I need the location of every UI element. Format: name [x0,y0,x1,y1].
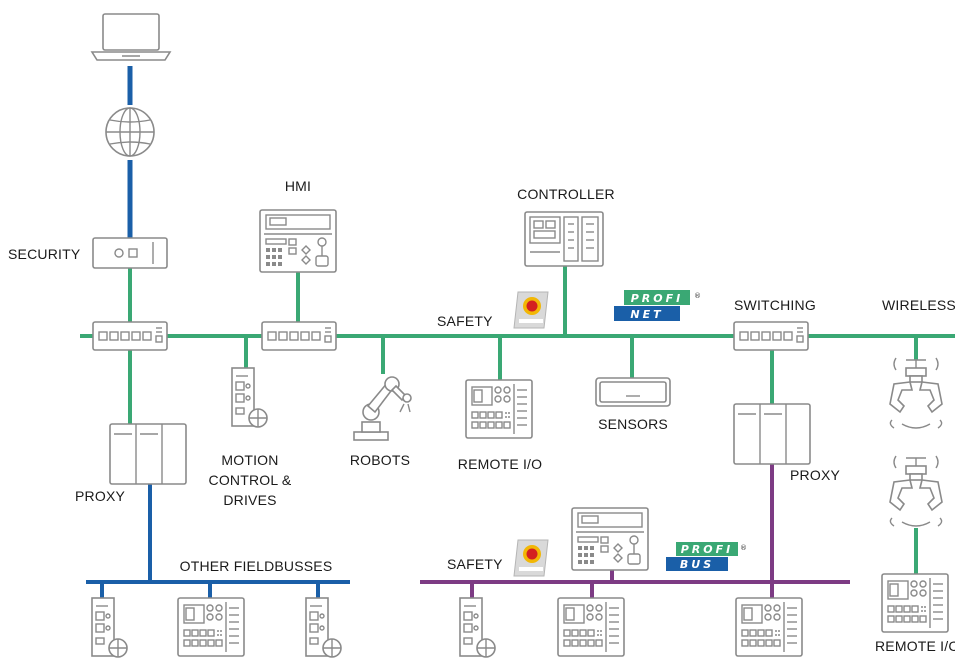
hmi-panel-icon [571,507,649,571]
drive-icon [459,597,496,658]
profibus-line1: PROFI [681,543,734,556]
remote-io-icon [881,573,949,633]
label-security: SECURITY [8,246,81,262]
laptop-icon [90,13,172,61]
emergency-stop-icon [513,539,549,577]
network-switch-icon [733,321,809,351]
label-other-fieldbusses: OTHER FIELDBUSSES [179,558,333,574]
emergency-stop-icon [513,291,549,329]
gripper-icon [889,357,943,429]
profinet-logo: PROFI NET ® [614,290,701,321]
drive-icon [231,367,268,428]
label-safety-top: SAFETY [437,313,493,329]
profibus-logo: PROFI BUS ® [666,542,747,571]
label-hmi: HMI [284,178,312,194]
network-switch-icon [261,321,337,351]
hmi-panel-icon [259,209,337,273]
label-motion-control: MOTION CONTROL & DRIVES [208,452,292,508]
connections [80,66,955,598]
label-wireless: WIRELESS [882,297,955,313]
label-proxy-left: PROXY [75,488,126,504]
label-controller: CONTROLLER [517,186,615,202]
label-remote-io-right: REMOTE I/C [875,638,955,654]
profibus-registered: ® [740,544,747,552]
label-robots: ROBOTS [349,452,411,468]
remote-io-icon [735,597,803,657]
profinet-registered: ® [694,292,701,300]
proxy-icon [733,403,811,465]
drive-icon [91,597,128,658]
gripper-icon [889,455,943,527]
label-proxy-right: PROXY [790,467,841,483]
label-safety-bottom: SAFETY [447,556,503,572]
proxy-icon [109,423,187,485]
security-appliance-icon [92,237,168,269]
label-remote-io-top: REMOTE I/O [457,456,543,472]
globe-icon [105,107,155,157]
label-switching: SWITCHING [734,297,816,313]
remote-io-icon [557,597,625,657]
drive-icon [305,597,342,658]
profibus-line2: BUS [680,558,714,571]
remote-io-icon [177,597,245,657]
controller-icon [524,211,604,267]
network-switch-icon [92,321,168,351]
profinet-line1: PROFI [631,292,684,305]
sensor-icon [595,377,671,407]
remote-io-icon [465,379,533,439]
robot-arm-icon [353,376,412,441]
profinet-line2: NET [630,308,663,321]
label-sensors: SENSORS [598,416,668,432]
